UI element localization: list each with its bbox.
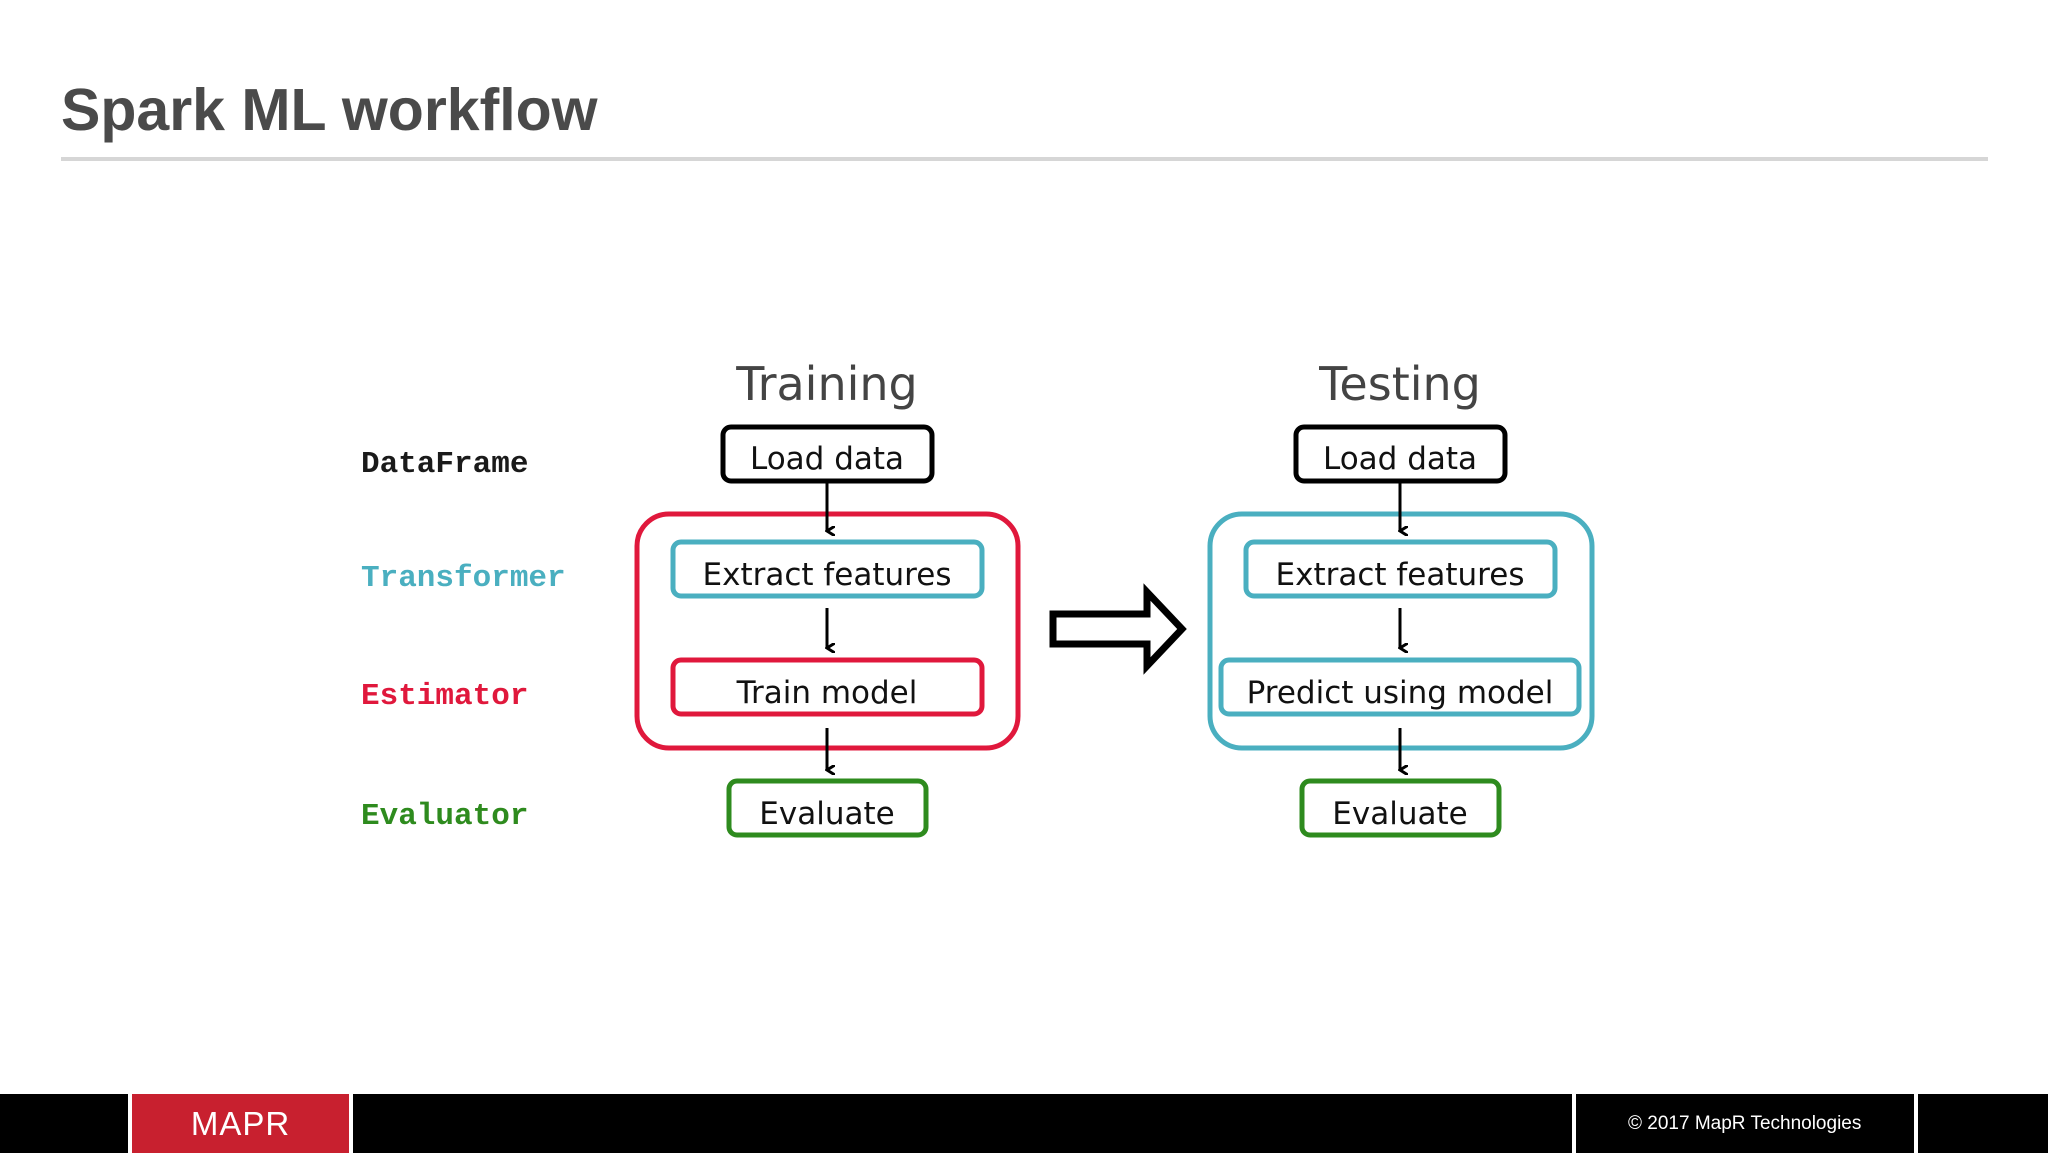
mapr-logo: MAPR (132, 1094, 349, 1153)
footer-divider (1914, 1094, 1918, 1153)
training-heading: Training (735, 357, 918, 411)
testing-load-box (1293, 424, 1508, 484)
testing-extract-label: Extract features (1276, 557, 1525, 593)
footer-divider (128, 1094, 132, 1153)
title-divider (61, 157, 1988, 161)
testing-extract-box (1243, 539, 1558, 599)
spark-ml-workflow-diagram: DataFrame Transformer Estimator Evaluato… (361, 357, 1595, 838)
training-evaluate-box (726, 778, 929, 838)
mapr-logo-text: MAPR (190, 1104, 291, 1142)
legend-transformer: Transformer (361, 561, 566, 596)
training-load-box (720, 424, 935, 484)
training-extract-box (670, 539, 985, 599)
training-evaluate-label: Evaluate (759, 796, 894, 832)
testing-predict-box (1218, 657, 1582, 717)
training-train-box (670, 657, 985, 717)
testing-predict-label: Predict using model (1247, 675, 1554, 711)
legend-estimator: Estimator (361, 679, 528, 714)
legend-dataframe: DataFrame (361, 447, 528, 482)
testing-evaluate-label: Evaluate (1332, 796, 1467, 832)
footer-bar: MAPR © 2017 MapR Technologies (0, 1094, 2048, 1153)
testing-heading: Testing (1318, 357, 1481, 411)
train-to-test-arrow (1049, 583, 1187, 675)
testing-evaluate-box (1299, 778, 1502, 838)
footer-divider (1572, 1094, 1576, 1153)
training-train-label: Train model (736, 675, 918, 711)
training-extract-label: Extract features (703, 557, 952, 593)
slide-title: Spark ML workflow (61, 77, 598, 143)
legend-evaluator: Evaluator (361, 799, 528, 834)
footer-divider (349, 1094, 353, 1153)
copyright-text: © 2017 MapR Technologies (1628, 1113, 1862, 1134)
training-load-label: Load data (750, 441, 904, 477)
testing-load-label: Load data (1323, 441, 1477, 477)
